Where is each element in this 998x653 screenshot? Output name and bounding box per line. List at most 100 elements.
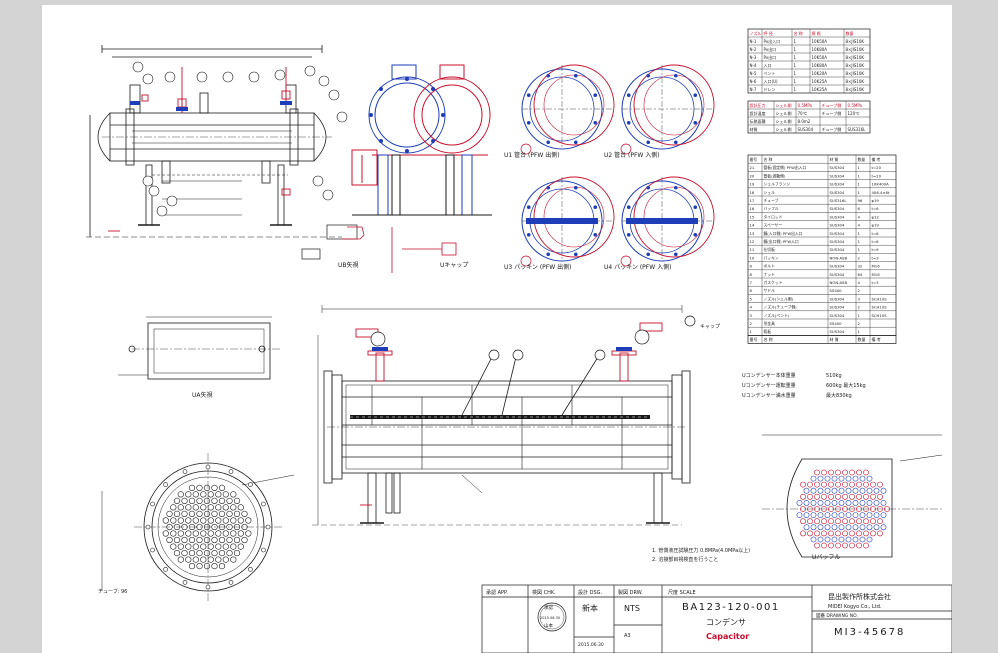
scale-value: NTS	[624, 604, 640, 613]
item-balloon	[312, 175, 324, 187]
table-cell: NON-ASB	[830, 255, 848, 260]
table-cell: ノズル(チューブ側)	[764, 305, 798, 310]
weights-block: Uコンデンサー本体重量 510kg Uコンデンサー運転重量 600kg 最大15…	[742, 372, 866, 399]
tubesheet-view	[101, 453, 295, 601]
table-cell: t=3	[872, 255, 880, 260]
table-cell: SUS304	[830, 313, 845, 318]
tubesheet-holes	[162, 484, 252, 570]
scale-label: 尺度 SCALE	[668, 589, 696, 596]
table-cell: 1	[858, 329, 861, 334]
main-section-view	[312, 305, 691, 526]
u1-label: U1 管台 (PFW 出側)	[504, 151, 560, 159]
table-cell: 2	[858, 255, 861, 260]
designed-label: 設計 DSG.	[578, 589, 602, 596]
title-block	[481, 584, 952, 653]
main-section-nozzles	[355, 322, 663, 506]
table-cell: 数量	[846, 30, 854, 36]
front-section-view	[351, 64, 492, 216]
item-balloon	[142, 175, 154, 187]
table-cell: SCH10S	[872, 296, 888, 301]
table-cell: 呼 径	[764, 30, 773, 36]
tube-count-label: チューブ: 96	[98, 588, 127, 595]
front-section-bolts	[369, 77, 445, 153]
table-cell: 番号	[750, 336, 758, 342]
main-section-nozzle-blue	[372, 347, 632, 351]
ucap-detail	[342, 226, 457, 273]
company-en: MIDEI Kogyo Co., Ltd.	[828, 604, 882, 610]
u2-label: U2 管台 (PFW 入側)	[604, 151, 660, 159]
table-cell: N-7	[750, 87, 757, 92]
table-cell: 20	[750, 173, 755, 178]
table-cell: 13	[750, 231, 755, 236]
item-balloon	[164, 71, 176, 83]
table-cell: 10K80A	[812, 63, 828, 68]
table-cell: 3	[858, 296, 861, 301]
table-cell: 8	[750, 272, 753, 277]
item-balloon	[322, 189, 334, 201]
table-cell: シェルフランジ	[764, 182, 791, 187]
weight-1-value: 510kg	[826, 373, 842, 379]
table-cell: 10K50A	[812, 55, 828, 60]
item-balloon	[166, 195, 178, 207]
table-cell: 8×JIS10K	[846, 63, 865, 68]
table-cell: ボルト	[764, 264, 776, 269]
table-cell: 10K50A	[812, 39, 828, 44]
note-line-1: 1. 管側液圧試験圧力 0.8MPa(4.0MPa以上)	[652, 547, 750, 554]
table-cell: 8×JIS10K	[846, 55, 865, 60]
table-cell: t=6	[872, 239, 880, 244]
ua-view	[118, 316, 282, 380]
item-balloon	[142, 73, 154, 85]
table-cell: t=20	[872, 165, 882, 170]
table-cell: t=20	[872, 173, 882, 178]
drawn-label: 製図 DRW.	[618, 589, 643, 596]
ucap-label: Uキャップ	[440, 262, 468, 269]
table-cell: SUS304	[830, 231, 845, 236]
table-cell: SUS304	[830, 247, 845, 252]
stamp-bottom: 山本	[544, 622, 553, 629]
table-cell: SUS304	[830, 272, 845, 277]
table-cell: 1	[750, 329, 753, 334]
table-cell: NON-ASB	[830, 280, 848, 285]
table-cell: パッキン	[764, 255, 779, 260]
table-cell: 2	[858, 288, 861, 293]
drawing-sheet: UB矢視 Uキャップ U1 管台 (PFW 出側) U2 管台 (PFW 入側)…	[42, 5, 952, 653]
weight-1-label: Uコンデンサー本体重量	[742, 372, 796, 379]
table-cell: ノズル(ベント)	[764, 313, 790, 318]
item-balloon	[318, 75, 330, 87]
note-line-2: 2. 溶接部目視検査を行うこと	[652, 556, 718, 563]
ub-label: UB矢視	[338, 261, 359, 269]
stamp-mid: 2015.06.30	[540, 616, 560, 620]
table-cell: 9	[750, 264, 753, 269]
table-cell: 16	[750, 206, 755, 211]
table-cell: SUS304	[830, 206, 845, 211]
table-cell: 数量	[858, 336, 866, 342]
weight-3-label: Uコンデンサー満水重量	[742, 392, 796, 399]
table-cell: 設計圧力	[750, 102, 766, 108]
dwg-no-label: 図番 DRAWING NO.	[816, 612, 858, 619]
table-cell: SUS304	[830, 223, 845, 228]
table-cell: SCH10S	[872, 313, 888, 318]
table-cell: 10K25A	[812, 87, 828, 92]
table-cell: 1	[794, 87, 797, 92]
table-cell: チューブ側	[822, 126, 842, 132]
table-cell: 設計温度	[750, 110, 766, 116]
table-cell: 1	[858, 165, 861, 170]
company-jp: 昆出製作所株式会社	[828, 592, 891, 601]
side-elevation-blue	[130, 101, 292, 111]
table-cell: SUS304	[830, 182, 845, 187]
baffle-label: Uバッフル	[812, 554, 840, 561]
table-cell: 8×JIS10K	[846, 71, 865, 76]
table-cell: 8×JIS10K	[846, 39, 865, 44]
item-balloon	[156, 205, 168, 217]
table-cell: t=6	[872, 206, 880, 211]
table-cell: 15	[750, 214, 755, 219]
table-cell: 銘板	[764, 329, 772, 334]
ua-label: UA矢視	[192, 391, 213, 399]
table-cell: 1	[858, 247, 861, 252]
table-cell: 8×JIS10K	[846, 79, 865, 84]
table-cell: N-5	[750, 71, 757, 76]
table-cell: チューブ	[764, 198, 779, 203]
table-cell: バッフル	[764, 206, 779, 211]
table-cell: チューブ側	[822, 102, 842, 108]
